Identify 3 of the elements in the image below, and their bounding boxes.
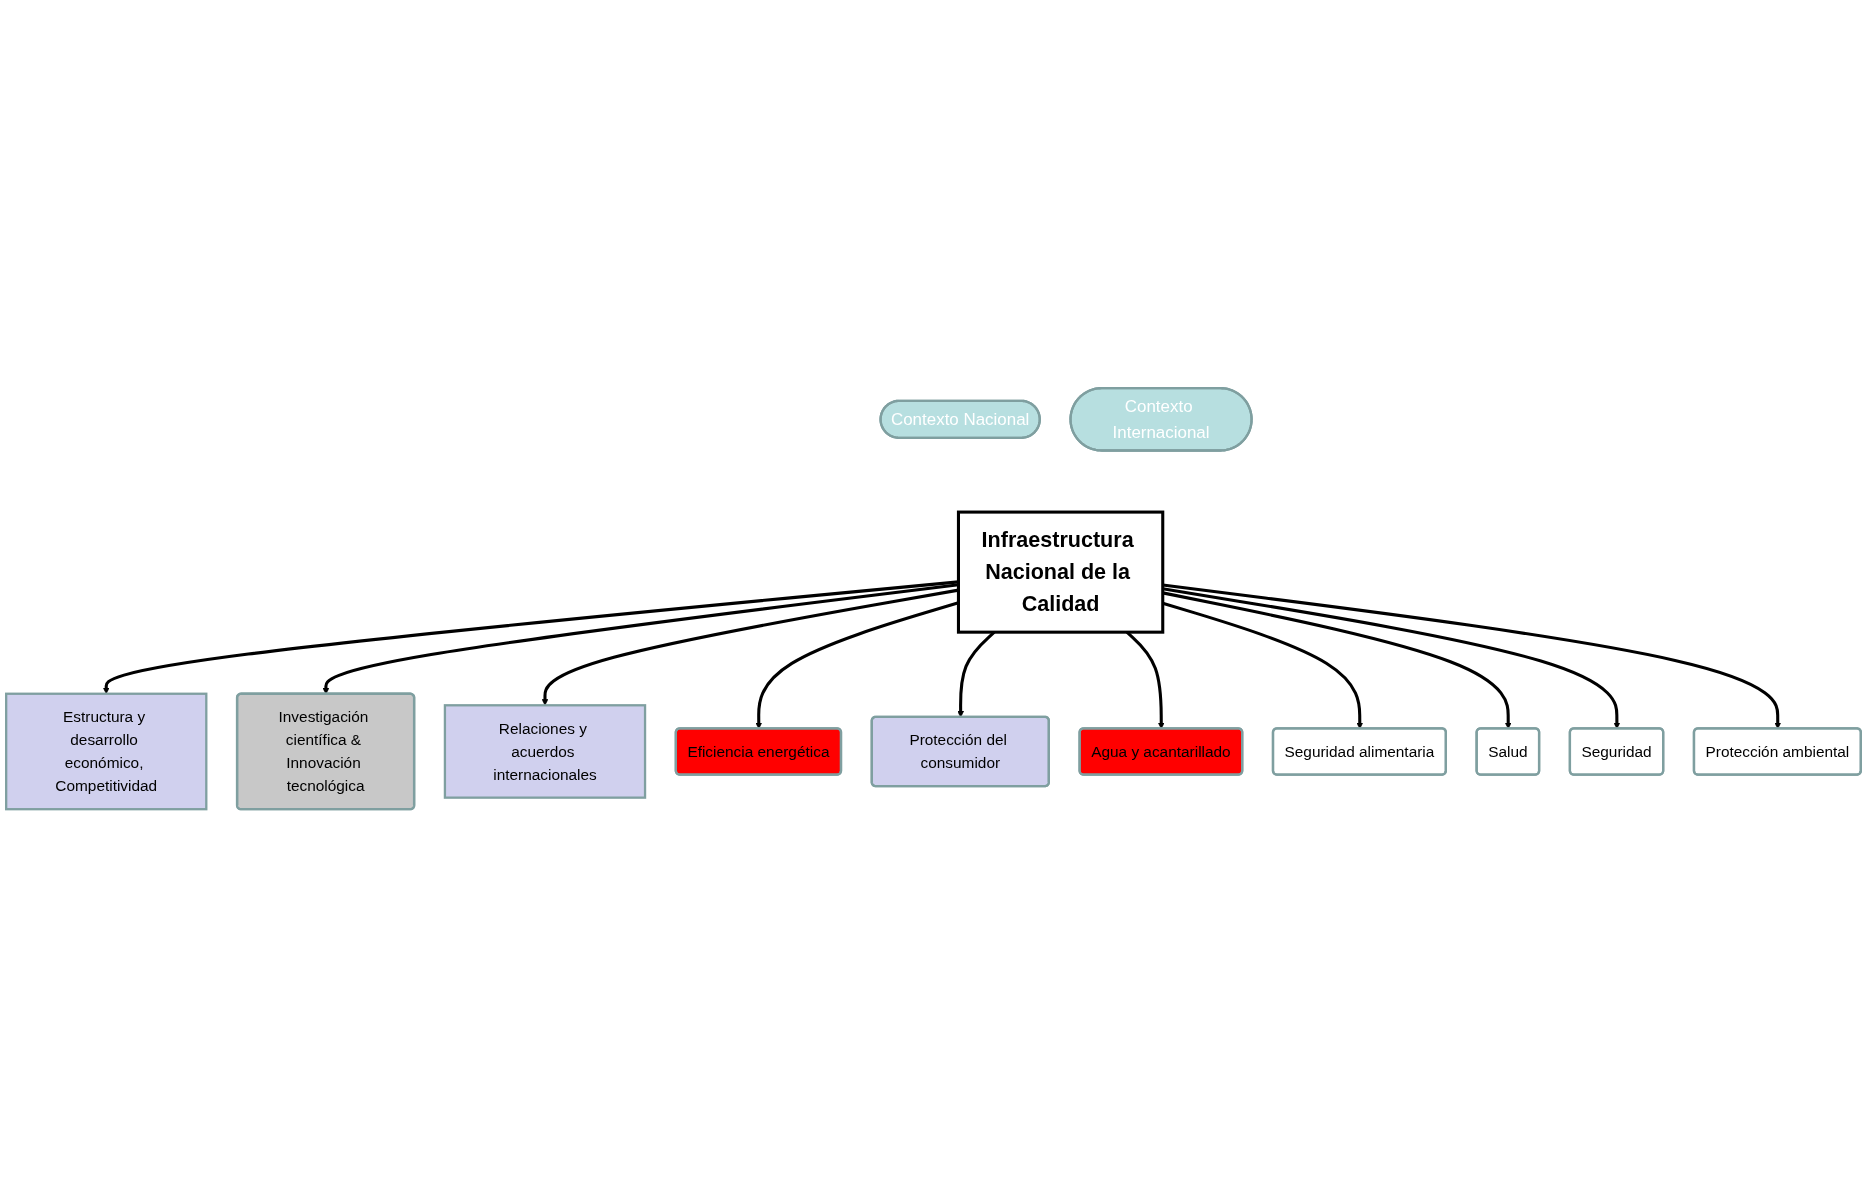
node-box: Estructura y desarrollo económico, Competitividad (5, 692, 208, 811)
node-box: Infraestructura Nacional de la Calidad (956, 510, 1165, 634)
node-box: Relaciones y acuerdos internacionales (443, 704, 647, 800)
